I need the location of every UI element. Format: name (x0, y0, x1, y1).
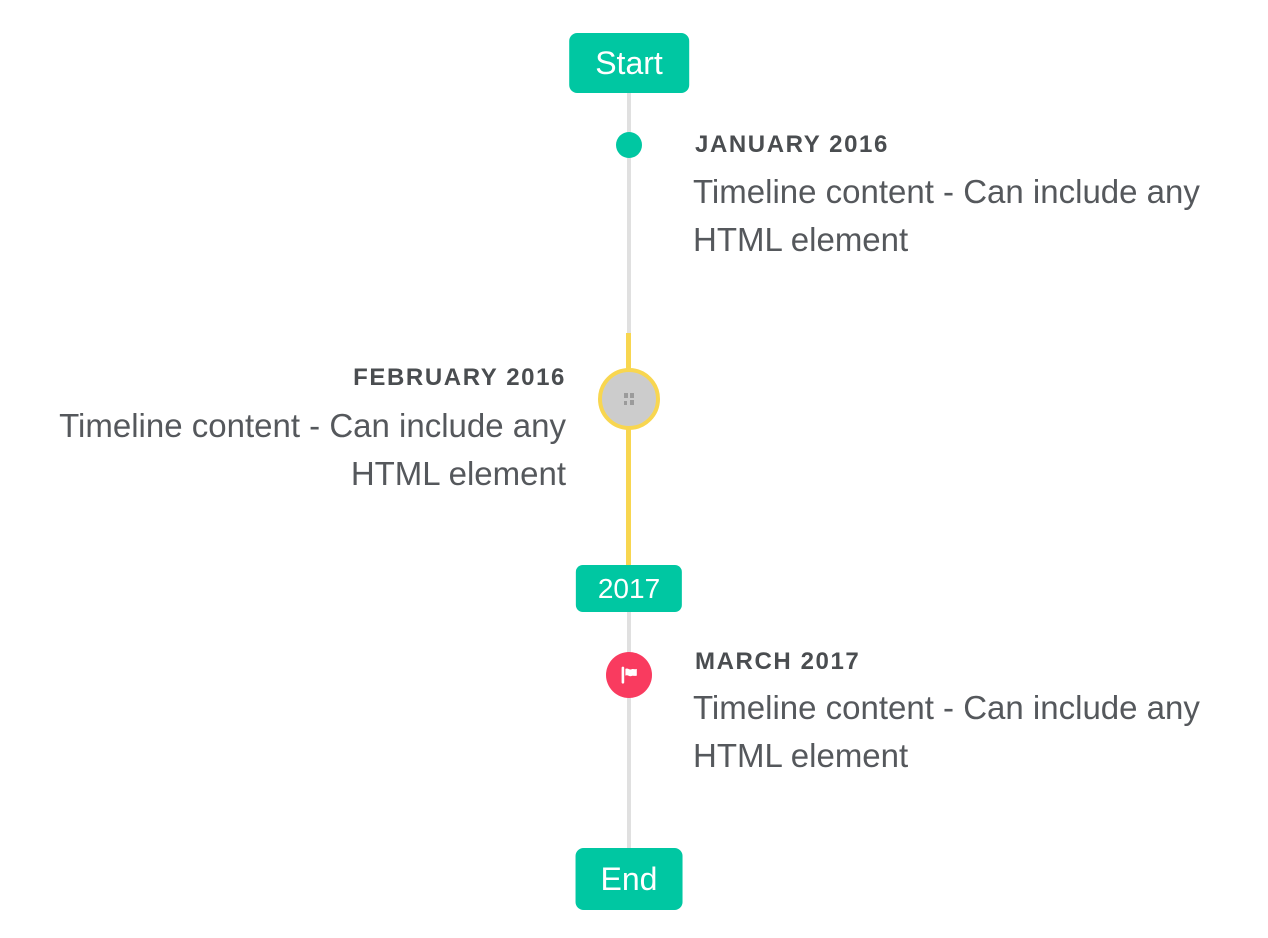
entry-content: Timeline content - Can include any HTML … (693, 689, 1200, 774)
timeline-entry-january-2016: JANUARY 2016 Timeline content - Can incl… (693, 131, 1200, 258)
timeline-entry-march-2017: MARCH 2017 Timeline content - Can includ… (693, 648, 1200, 774)
broken-image-icon (624, 393, 634, 405)
event-image-marker (598, 368, 660, 430)
timeline-start-badge: Start (569, 33, 689, 93)
entry-date-label: FEBRUARY 2016 (353, 364, 566, 391)
event-dot-marker (616, 132, 642, 158)
timeline-line-highlight (626, 333, 631, 565)
flag-icon (621, 666, 637, 684)
event-flag-marker (606, 652, 652, 698)
entry-content: Timeline content - Can include any HTML … (59, 407, 566, 492)
timeline-year-badge: 2017 (575, 565, 683, 612)
entry-date-label: MARCH 2017 (695, 648, 861, 675)
entry-date-label: JANUARY 2016 (695, 131, 889, 158)
timeline-end-badge: End (575, 848, 683, 910)
entry-content: Timeline content - Can include any HTML … (693, 173, 1200, 258)
